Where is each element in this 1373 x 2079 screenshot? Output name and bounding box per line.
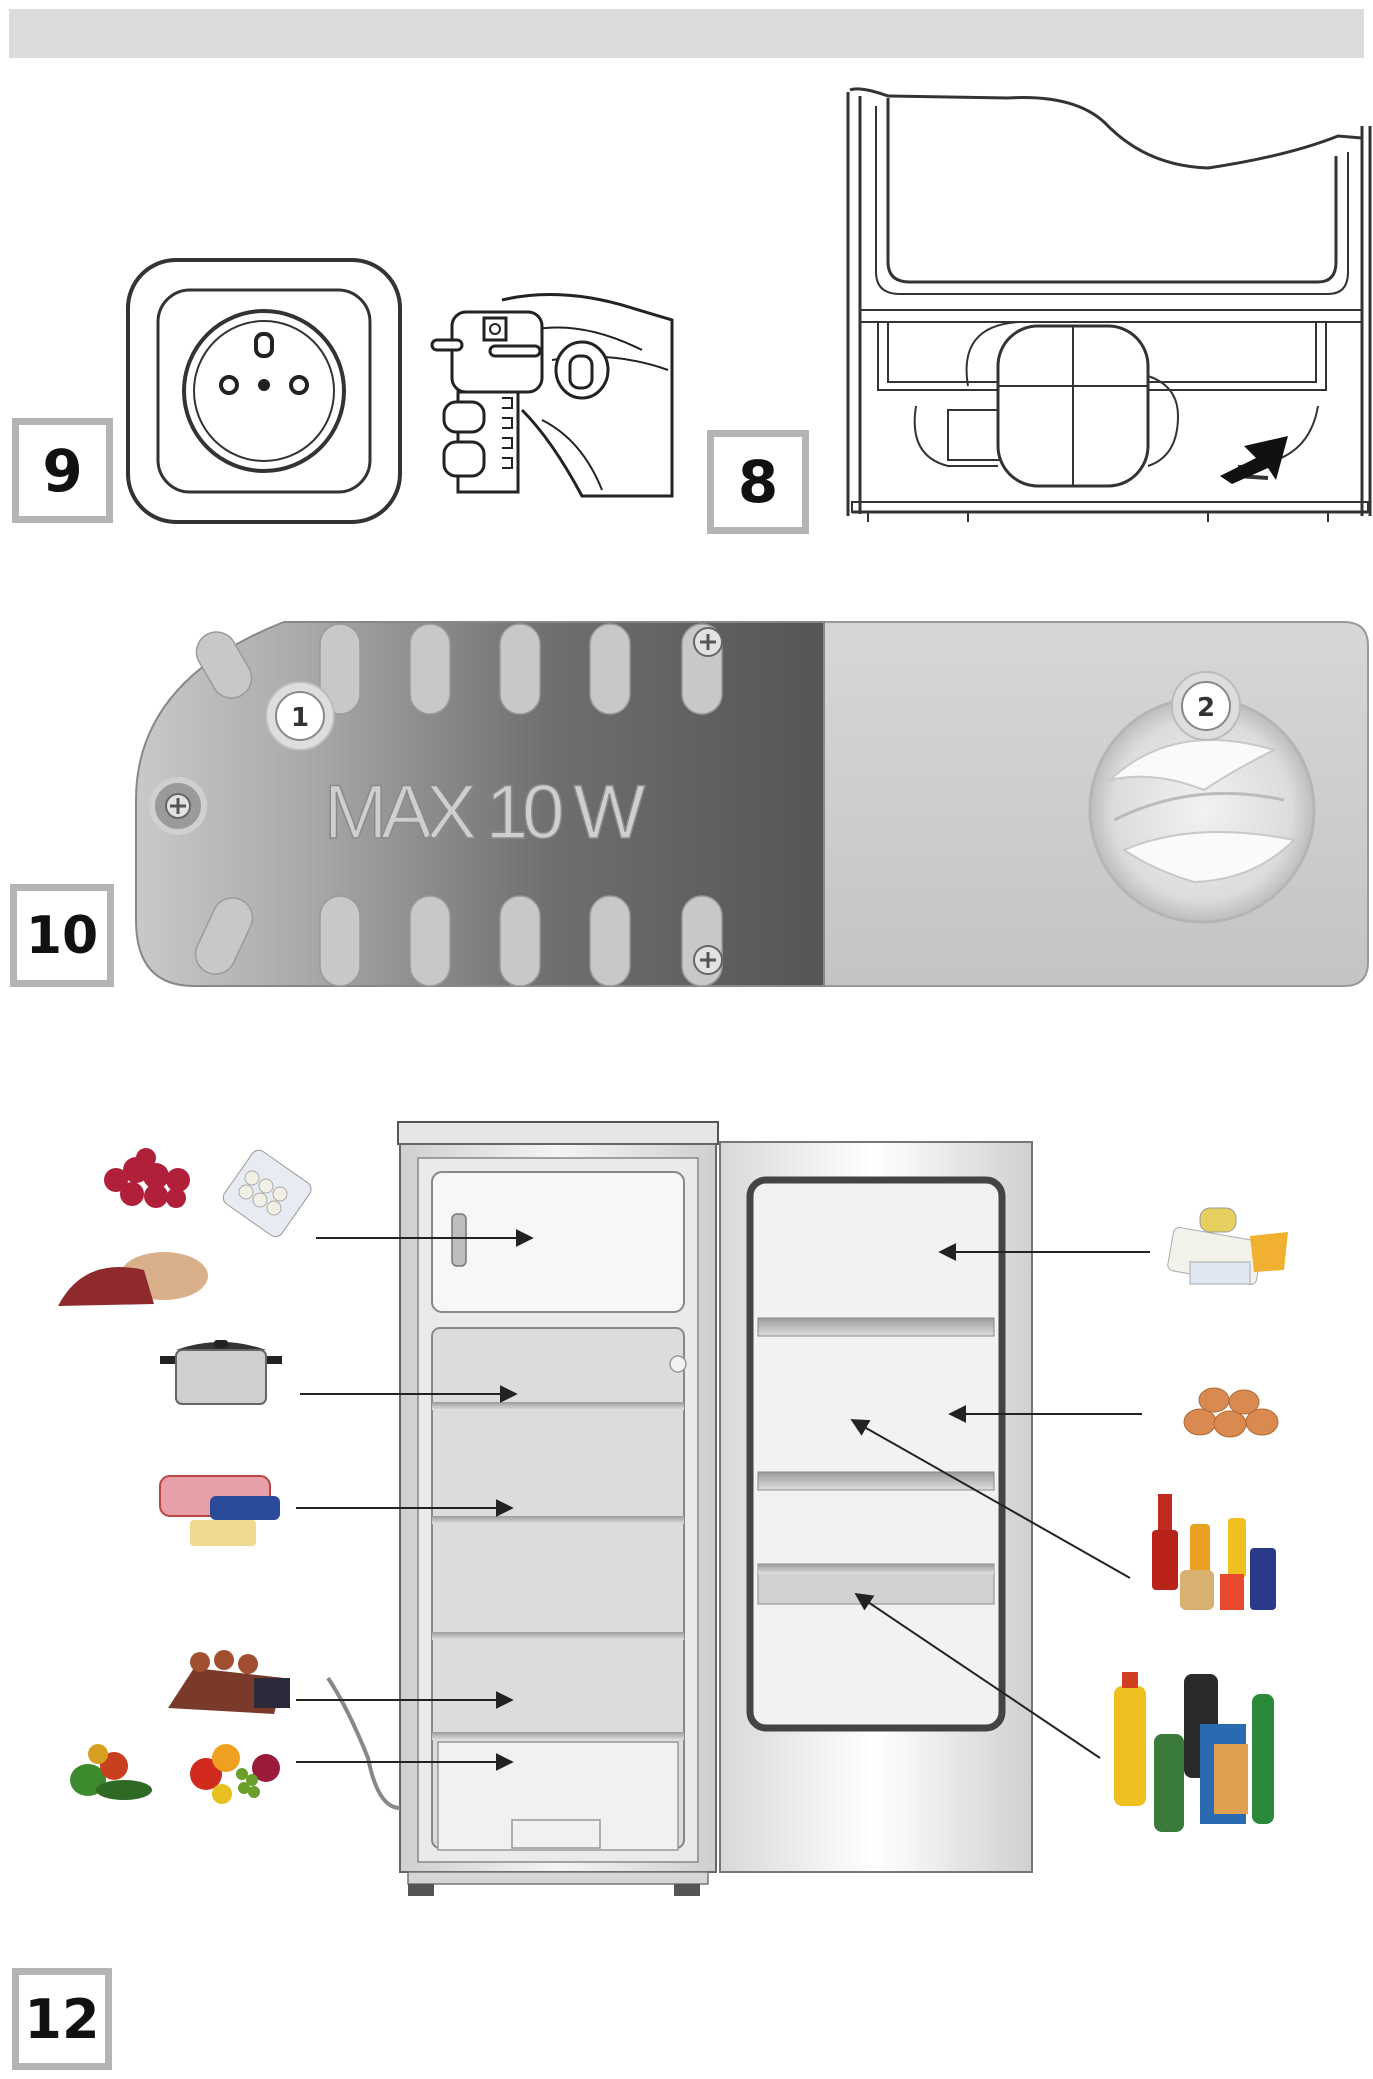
figure-number-8: 8	[737, 448, 779, 516]
screw-icon	[693, 627, 723, 657]
food-cheese-butter-icon	[1167, 1207, 1288, 1286]
figure-number-12: 12	[24, 1987, 100, 2051]
callout-2-number: 2	[1197, 693, 1215, 723]
food-cold-cuts-icon	[168, 1650, 290, 1714]
food-packaged-meats-icon	[159, 1475, 280, 1546]
figure-label-9: 9	[12, 418, 113, 523]
food-eggs-icon	[1183, 1387, 1279, 1438]
figure-label-8: 8	[707, 430, 809, 534]
figure-label-10: 10	[10, 884, 114, 987]
food-fruits-icon	[190, 1744, 280, 1804]
top-header-bar	[9, 9, 1364, 58]
figure-number-9: 9	[42, 436, 83, 505]
thermostat-knob	[1088, 696, 1316, 924]
max-wattage-label: MAX 10 W	[324, 770, 645, 855]
fridge-rear-compressor-illustration	[846, 87, 1372, 522]
food-berries-icon	[104, 1148, 190, 1208]
arrow-indicator-icon	[1220, 436, 1288, 484]
figure-label-12: 12	[12, 1968, 112, 2070]
screw-icon	[693, 945, 723, 975]
food-eggs-carton-icon	[222, 1149, 312, 1238]
food-bottles-drinks-icon	[1114, 1672, 1274, 1832]
fridge-interior-illustration	[326, 1121, 1033, 1896]
callout-1: 1	[265, 681, 335, 751]
lamp-cover-thermostat-panel: MAX 10 W 1 2	[135, 621, 1369, 987]
food-meat-poultry-icon	[58, 1252, 208, 1306]
food-vegetables-icon	[70, 1744, 152, 1800]
callout-1-number: 1	[291, 703, 309, 733]
wall-socket-illustration	[126, 258, 402, 524]
screw-icon	[149, 777, 207, 835]
food-pot-icon	[160, 1340, 282, 1405]
plug-in-hand-illustration	[430, 293, 674, 498]
figure-number-10: 10	[25, 905, 99, 966]
food-sauces-jars-icon	[1152, 1494, 1276, 1610]
callout-2: 2	[1171, 671, 1241, 741]
